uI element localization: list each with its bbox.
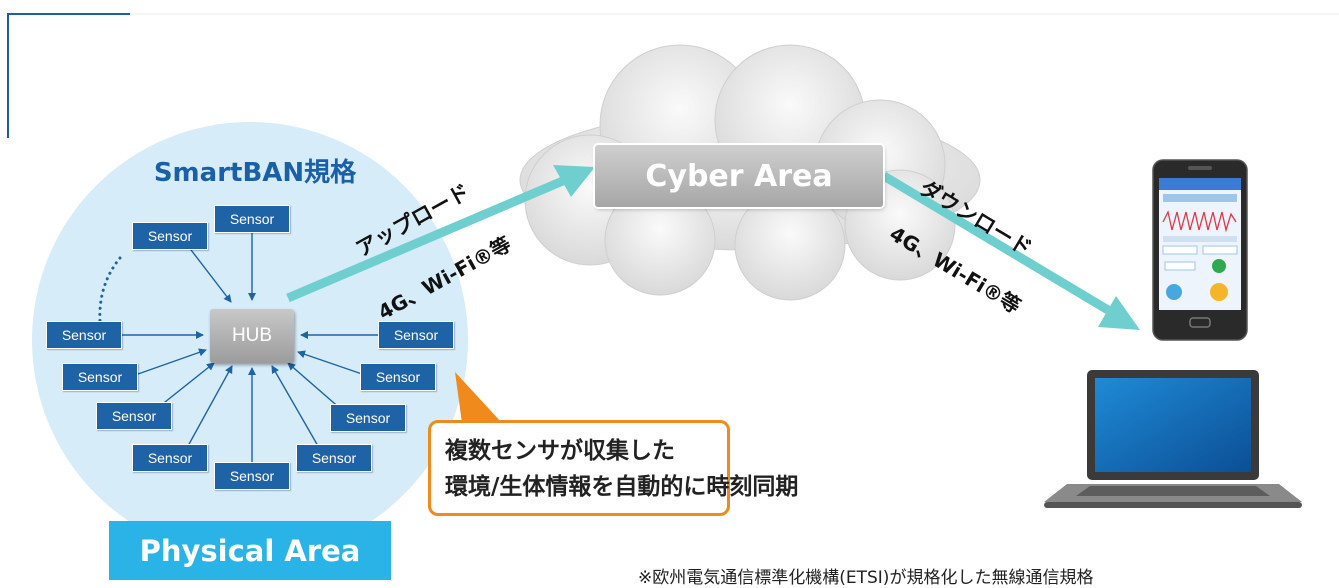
frame-lines: [7, 13, 1339, 138]
sensor-node: Sensor: [296, 444, 372, 472]
sensor-node: Sensor: [46, 321, 122, 349]
smartban-title: SmartBAN規格: [153, 158, 357, 188]
sensor-node: Sensor: [132, 222, 208, 250]
more-sensors-dots: [98, 256, 122, 324]
sync-callout: 複数センサが収集した 環境/生体情報を自動的に時刻同期: [428, 420, 799, 516]
sensor-node: Sensor: [378, 321, 454, 349]
sensor-node: Sensor: [214, 462, 290, 490]
laptop-icon: [1044, 370, 1302, 508]
download-arrow: [881, 172, 1140, 330]
upload-arrow: [286, 165, 595, 303]
cyber-area-box: Cyber Area: [595, 145, 883, 207]
callout-line-1: 複数センサが収集した: [445, 438, 675, 464]
sensor-node: Sensor: [214, 205, 290, 233]
hub-box: HUB: [210, 309, 294, 363]
sensor-node: Sensor: [360, 363, 436, 391]
callout-pointer: [455, 372, 502, 423]
physical-area-label: Physical Area: [109, 521, 391, 580]
sensor-node: Sensor: [62, 363, 138, 391]
smartphone-icon: [1152, 159, 1248, 341]
sensor-links: [122, 232, 380, 462]
callout-line-2: 環境/生体情報を自動的に時刻同期: [445, 474, 799, 500]
sensor-node: Sensor: [132, 444, 208, 472]
sensor-node: Sensor: [96, 402, 172, 430]
sensor-node: Sensor: [330, 404, 406, 432]
footnote: ※欧州電気通信標準化機構(ETSI)が規格化した無線通信規格: [638, 568, 1094, 588]
